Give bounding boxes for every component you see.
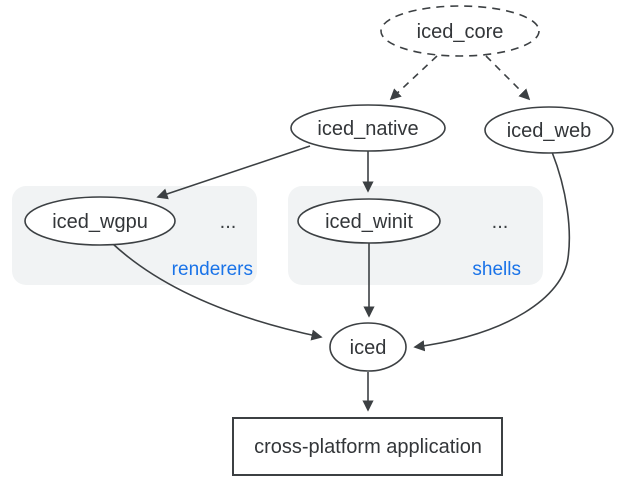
node-iced-web: iced_web — [484, 106, 614, 154]
edge-iced-core-to-iced-web — [485, 55, 531, 101]
iced-core-ellipse — [380, 5, 540, 57]
shells-group-label: shells — [472, 259, 521, 280]
iced-winit-label: iced_winit — [325, 211, 413, 233]
node-iced: iced — [329, 322, 407, 372]
iced-web-label: iced_web — [507, 120, 592, 142]
iced-native-label: iced_native — [317, 118, 418, 140]
edge-iced-wgpu-to-iced — [112, 243, 323, 341]
node-iced-native: iced_native — [290, 104, 446, 152]
iced-winit-ellipse — [297, 198, 441, 244]
application-box — [232, 417, 503, 476]
application-label: cross-platform application — [254, 436, 482, 458]
iced-core-label: iced_core — [417, 21, 504, 43]
iced-wgpu-ellipse — [24, 196, 176, 246]
edge-iced-core-to-iced-native — [389, 55, 438, 101]
edge-iced-native-to-iced-wgpu — [156, 145, 311, 200]
iced-wgpu-label: iced_wgpu — [52, 211, 148, 233]
iced-web-ellipse — [484, 106, 614, 154]
shells-ellipsis: ... — [492, 211, 509, 233]
node-iced-core: iced_core — [380, 5, 540, 57]
iced-label: iced — [350, 337, 387, 359]
iced-ellipse — [329, 322, 407, 372]
edge-iced-web-to-iced — [413, 151, 571, 352]
node-iced-winit: iced_winit — [297, 198, 441, 244]
renderers-group-label: renderers — [172, 259, 253, 280]
node-cross-platform-application: cross-platform application — [232, 417, 503, 476]
iced-native-ellipse — [290, 104, 446, 152]
node-iced-wgpu: iced_wgpu — [24, 196, 176, 246]
renderers-ellipsis: ... — [220, 211, 237, 233]
